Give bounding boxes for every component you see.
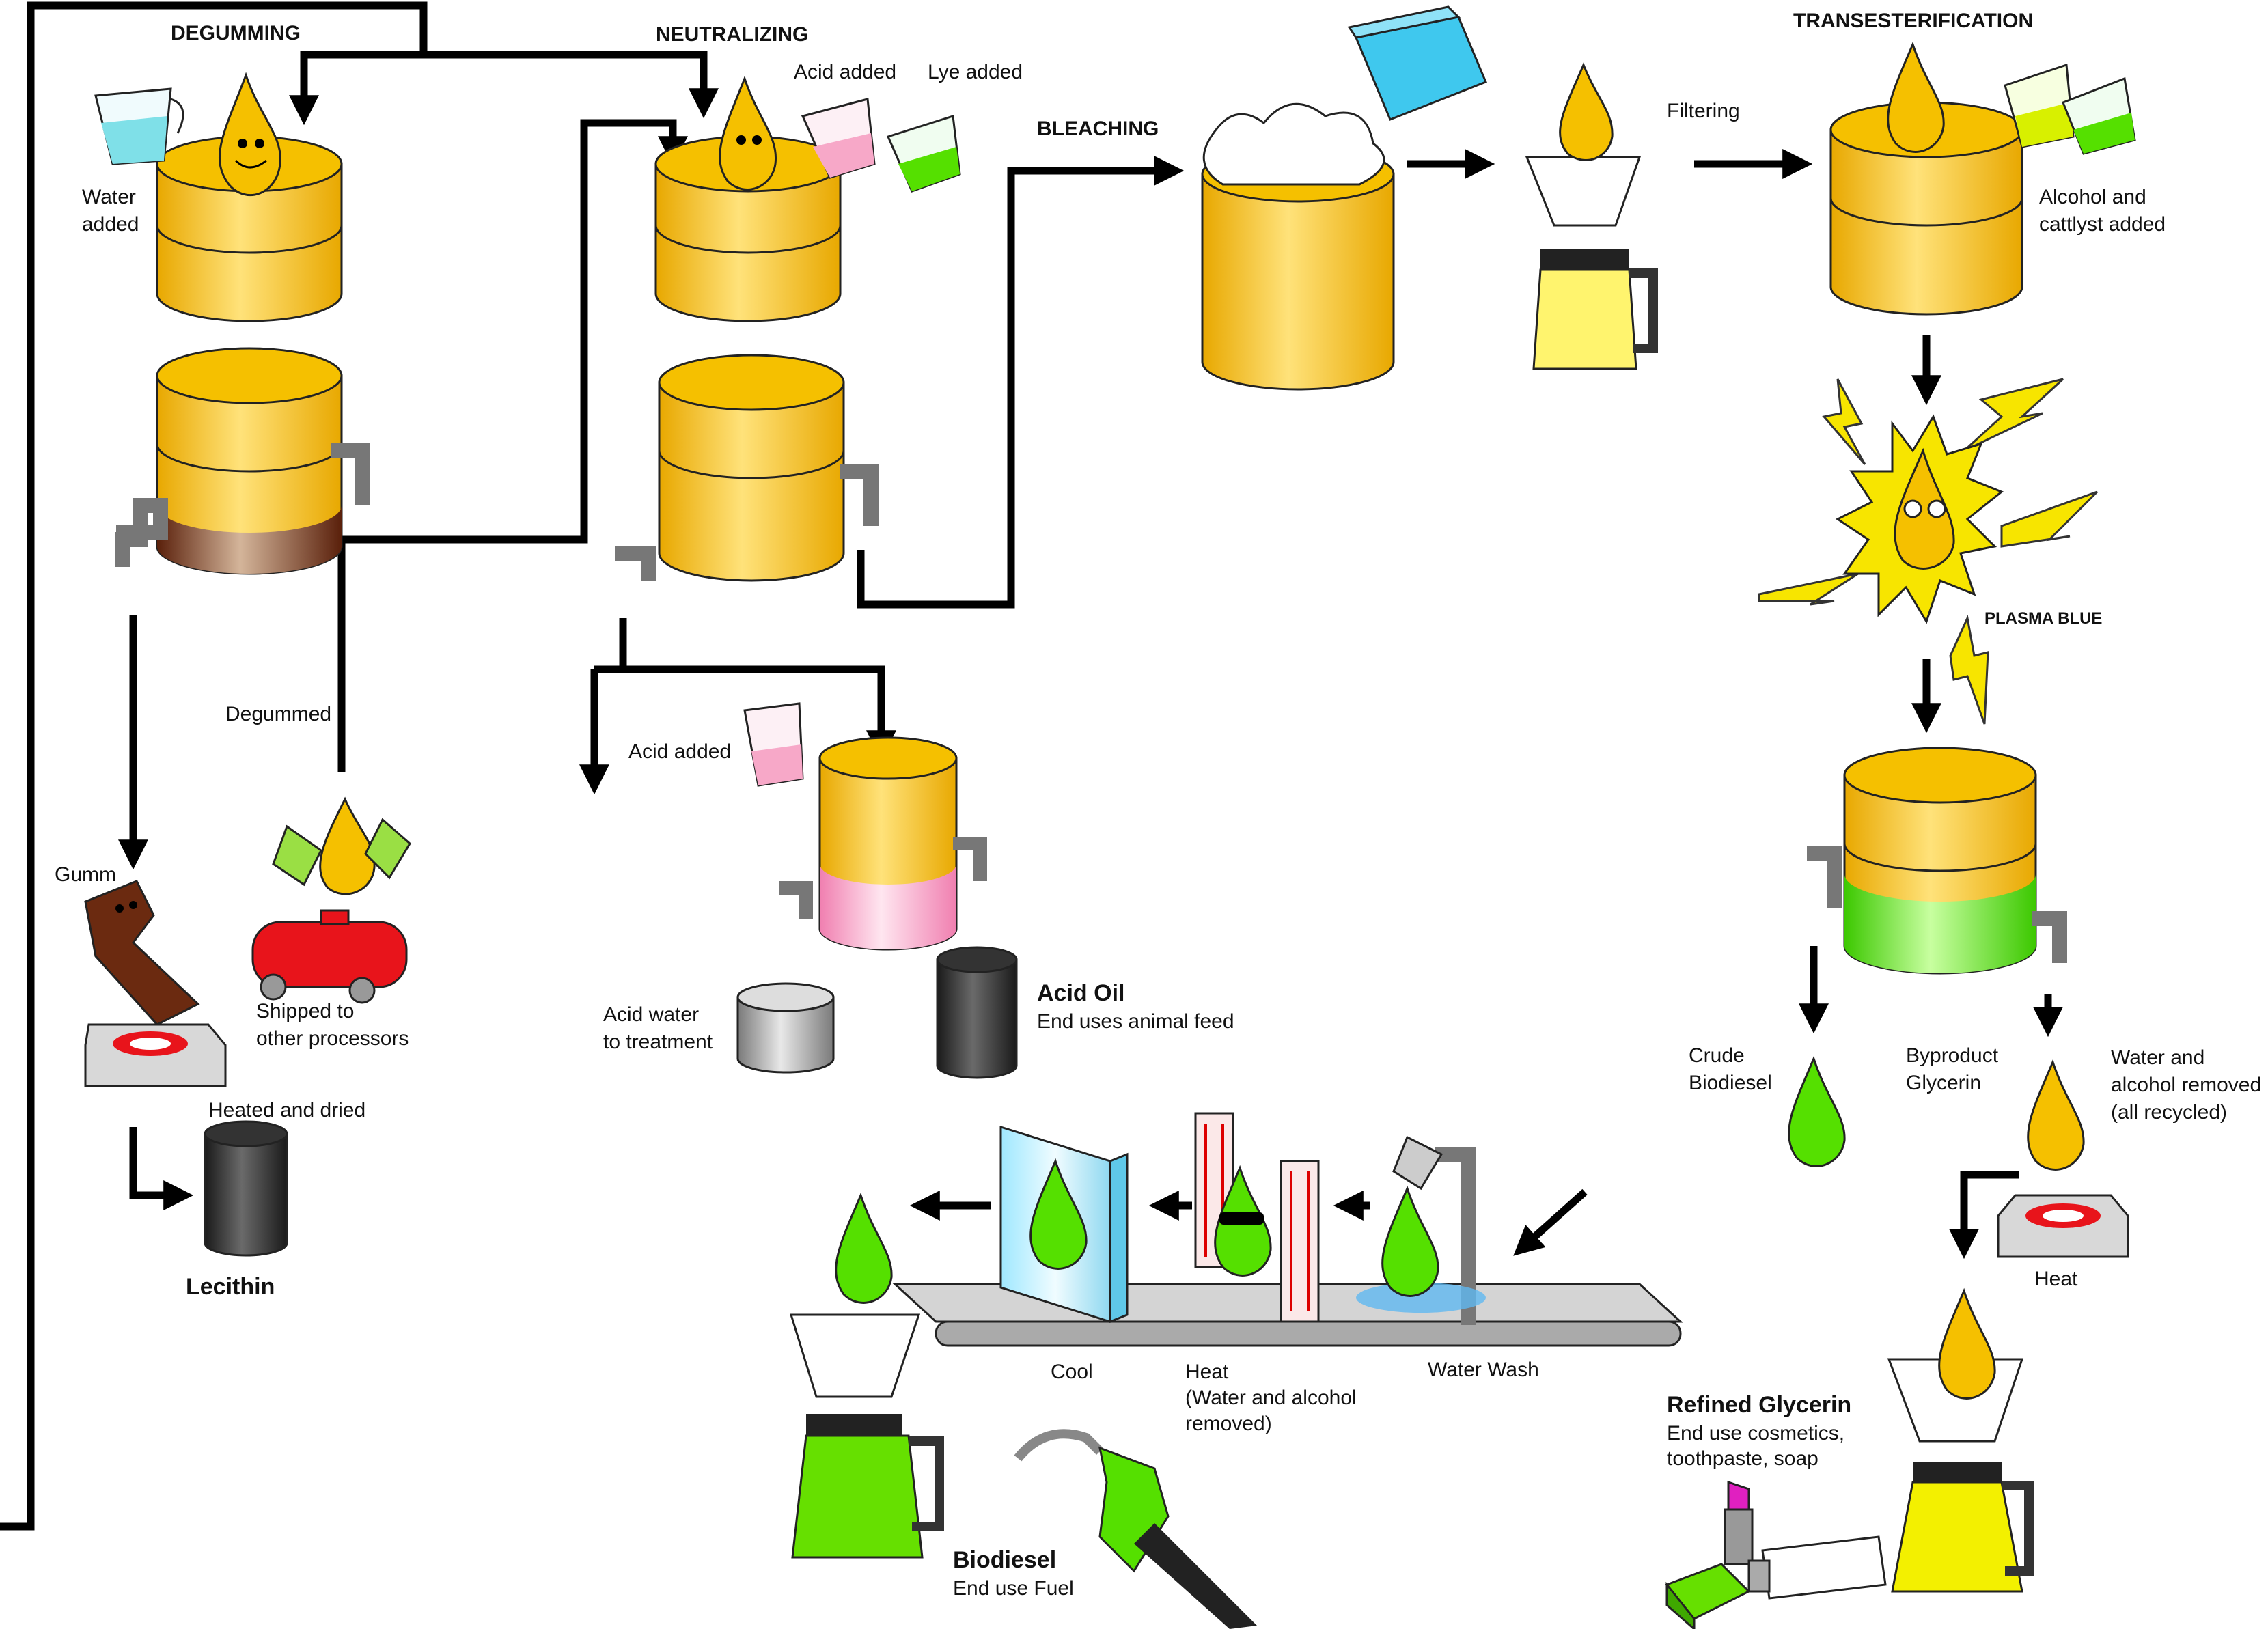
- alcohol-added-label-2: cattlyst added: [2039, 213, 2166, 236]
- acid-measuring-cup-icon: [801, 98, 876, 179]
- transesterification-tank: [1829, 101, 2023, 316]
- hot-plate-icon: [84, 1023, 227, 1087]
- heat-label: Heat: [2034, 1268, 2078, 1290]
- filtering-droplet-mascot: [1559, 62, 1614, 161]
- crude-biodiesel-label-2: Biodiesel: [1689, 1072, 1772, 1094]
- biodiesel-filter-carafe-icon: [789, 1313, 944, 1559]
- faucet-icon: [115, 443, 370, 567]
- flow-lines: [0, 1, 2063, 1531]
- lecithin-barrel-icon: [204, 1120, 288, 1257]
- milk-carton-icon: [1347, 5, 1487, 121]
- acid-oil-barrel-icon: [936, 946, 1018, 1079]
- water-removed-label: Water and: [2111, 1046, 2204, 1069]
- lightning-bolt-icon: [1758, 378, 2099, 725]
- acid-water-label: Acid water: [603, 1003, 699, 1026]
- water-measuring-cup-icon: [94, 87, 184, 165]
- water-added-label: Water: [82, 186, 136, 208]
- biodiesel-label: Biodiesel: [953, 1547, 1056, 1573]
- heated-dried-label: Heated and dried: [208, 1099, 365, 1122]
- transesterification-droplet-mascot: [1887, 41, 1945, 153]
- heat-droplet-mascot: [1214, 1165, 1272, 1277]
- lecithin-label: Lecithin: [186, 1274, 275, 1300]
- heat-conveyor-label: Heat: [1185, 1361, 1229, 1383]
- glycerin-droplet-mascot: [2027, 1059, 2085, 1171]
- crude-biodiesel-droplet-mascot: [1788, 1055, 1846, 1167]
- byproduct-glycerin-label-2: Glycerin: [1906, 1072, 1981, 1094]
- biodiesel-separation-tank: [1807, 747, 2067, 975]
- cool-label: Cool: [1051, 1361, 1093, 1383]
- shipped-label: Shipped to: [256, 1000, 354, 1022]
- plasma-droplet-mascot: [1836, 414, 2004, 624]
- biodiesel-use-label: End use Fuel: [953, 1577, 1074, 1600]
- refined-glycerin-use-label: End use cosmetics,: [1667, 1422, 1844, 1445]
- filter-carafe-icon: [1525, 156, 1658, 370]
- bleaching-tank: [1201, 102, 1395, 391]
- water-removed-label-2: alcohol removed: [2111, 1074, 2261, 1096]
- acid-oil-label: Acid Oil: [1037, 980, 1124, 1006]
- refined-glycerin-use-label-2: toothpaste, soap: [1667, 1447, 1818, 1470]
- acid-oil-use-label: End uses animal feed: [1037, 1010, 1234, 1033]
- acid-added-top-label: Acid added: [794, 61, 896, 83]
- stage-degumming: DEGUMMING: [171, 22, 301, 44]
- gumm-label: Gumm: [55, 863, 116, 886]
- cool-droplet-mascot: [1029, 1158, 1088, 1270]
- acid-added-mid-label: Acid added: [628, 740, 731, 763]
- gum-mascot: [84, 880, 200, 1026]
- glycerin-hot-plate-icon: [1997, 1194, 2129, 1258]
- lye-measuring-cup-icon: [886, 115, 961, 193]
- acid-separation-tank: [779, 736, 987, 951]
- stage-bleaching: BLEACHING: [1037, 117, 1159, 140]
- soap-bar-icon: [1665, 1563, 1751, 1629]
- water-removed-label-3: (all recycled): [2111, 1101, 2227, 1124]
- lye-added-label: Lye added: [928, 61, 1023, 83]
- alcohol-measuring-cup-icon: [2004, 63, 2136, 155]
- shipped-label-2: other processors: [256, 1027, 409, 1050]
- degumming-droplet-mascot: [219, 72, 281, 197]
- neutralizing-top-tank: [654, 135, 842, 322]
- degumming-bottom-tank: [156, 347, 343, 575]
- tank-car-icon: [251, 909, 408, 1004]
- neutralizing-bottom-tank: [615, 354, 879, 582]
- heat-conveyor-label-2: (Water and alcohol: [1185, 1387, 1357, 1409]
- toothpaste-icon: [1747, 1535, 1887, 1600]
- heat-conveyor-label-3: removed): [1185, 1412, 1272, 1435]
- alcohol-added-label: Alcohol and: [2039, 186, 2146, 208]
- wash-droplet-mascot: [1381, 1185, 1439, 1297]
- crude-biodiesel-label: Crude: [1689, 1044, 1745, 1067]
- water-wash-label: Water Wash: [1428, 1359, 1539, 1381]
- water-added-label-2: added: [82, 213, 139, 236]
- stage-neutralizing: NEUTRALIZING: [656, 23, 808, 46]
- plasma-blue-label: PLASMA BLUE: [1984, 609, 2102, 628]
- filtering-label: Filtering: [1667, 100, 1740, 122]
- biodiesel-droplet-mascot: [835, 1192, 893, 1304]
- lipstick-icon: [1724, 1480, 1754, 1565]
- neutralizing-droplet-mascot: [719, 75, 777, 191]
- refined-glycerin-label: Refined Glycerin: [1667, 1392, 1851, 1418]
- stage-transesterification: TRANSESTERIFICATION: [1793, 10, 2033, 32]
- refined-glycerin-droplet-mascot: [1938, 1287, 1996, 1400]
- acid-water-label-2: to treatment: [603, 1031, 713, 1053]
- degummed-droplet-mascot: [272, 796, 411, 895]
- acid-mid-measuring-cup-icon: [743, 702, 804, 787]
- degummed-label: Degummed: [225, 703, 331, 725]
- acid-water-bucket-icon: [736, 982, 835, 1074]
- shower-head-icon: [1356, 1135, 1486, 1325]
- byproduct-glycerin-label: Byproduct: [1906, 1044, 1999, 1067]
- fuel-nozzle-icon: [1014, 1429, 1257, 1629]
